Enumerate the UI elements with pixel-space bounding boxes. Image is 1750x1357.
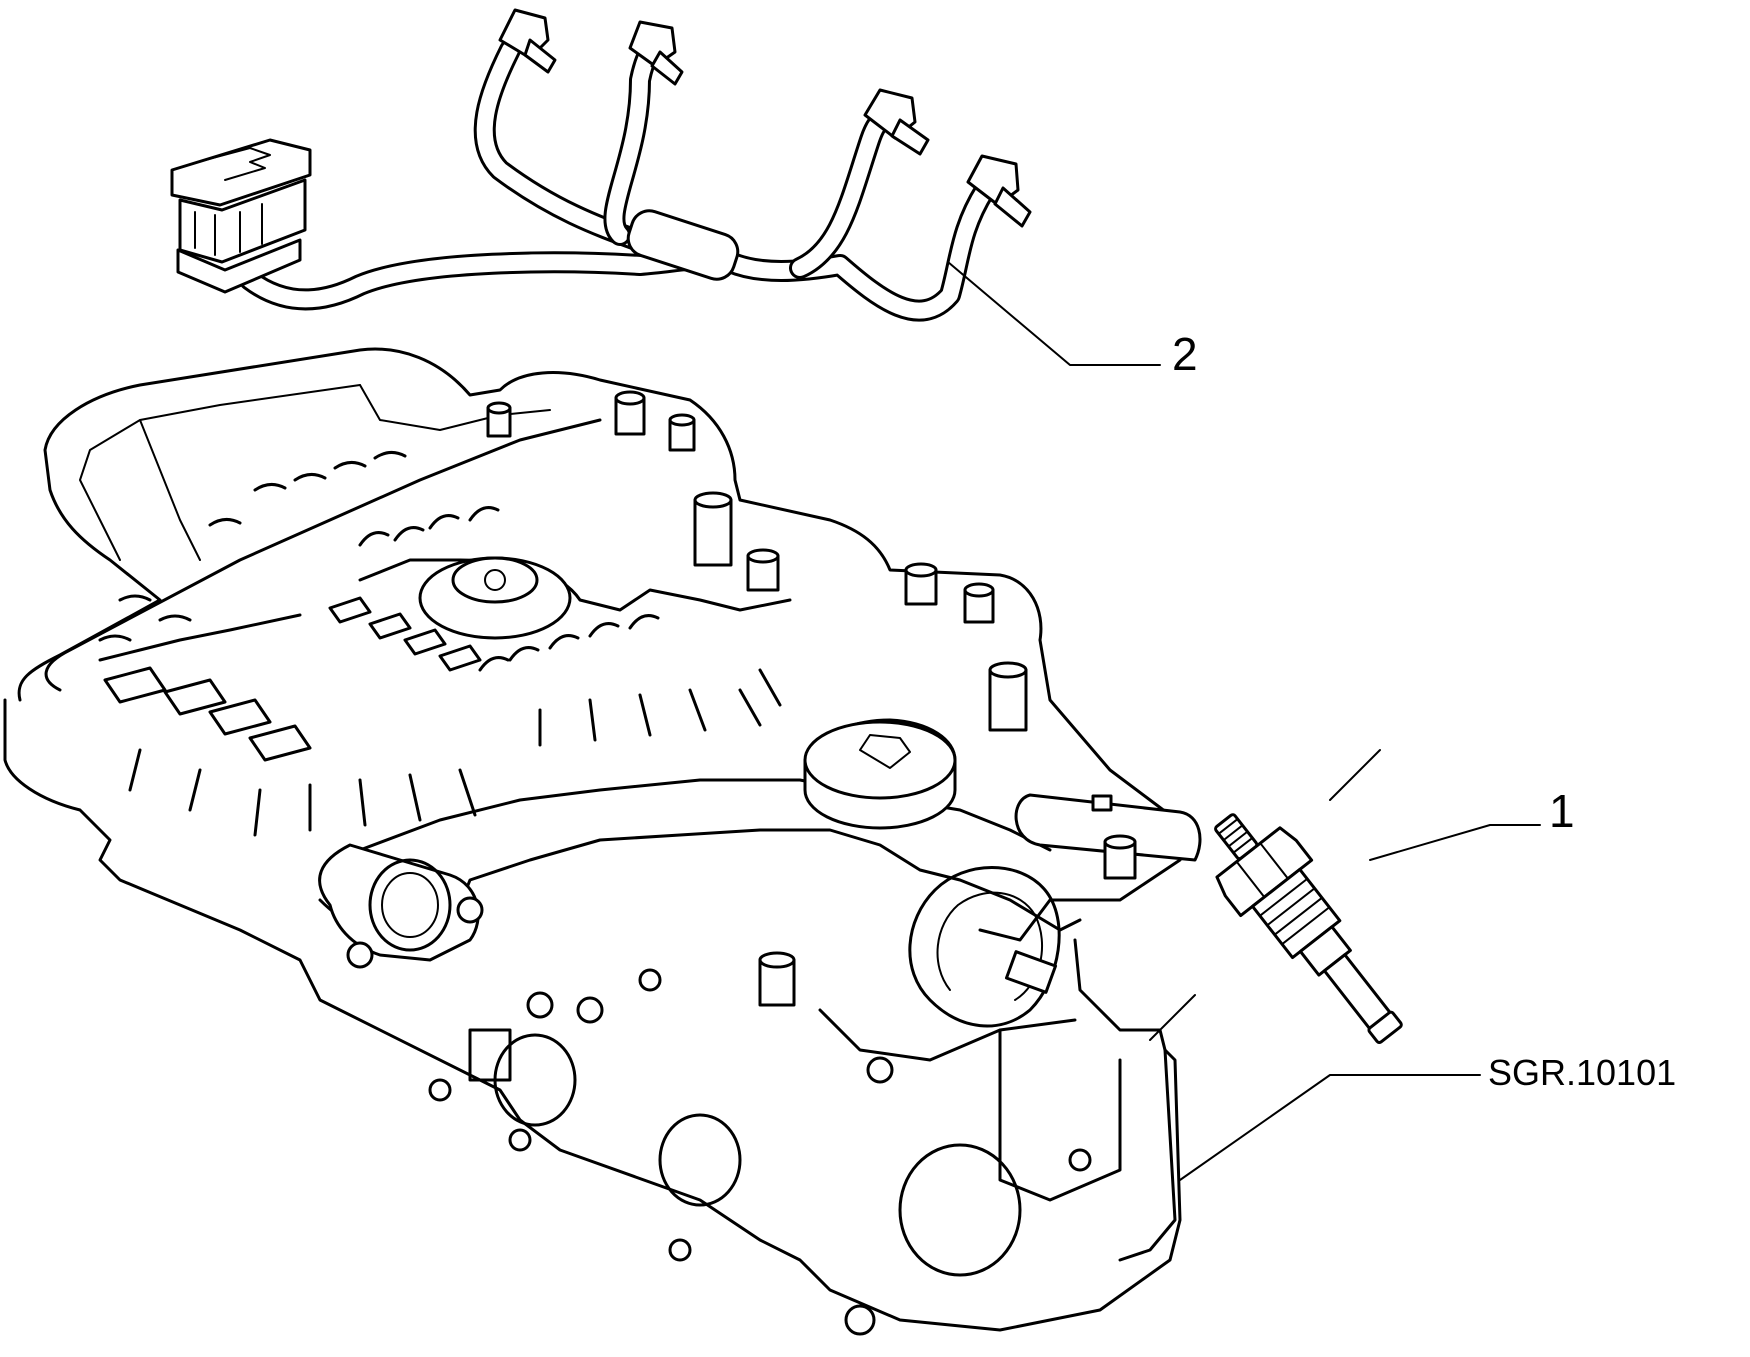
- small-badge-blocks: [328, 596, 482, 672]
- callout-item-2: 2: [1172, 328, 1198, 380]
- glow-plug-wiring-harness: [170, 8, 1161, 366]
- cylinder-head-assembly: [3, 347, 1202, 1336]
- callout-item-1: 1: [1549, 785, 1575, 837]
- block-ports: [428, 968, 1092, 1336]
- cover-ribs: [98, 451, 782, 837]
- camshaft-journal: [908, 866, 1061, 1028]
- harness-terminal-c: [863, 88, 930, 156]
- leader-line-1: [1369, 824, 1541, 861]
- leader-line-code: [1179, 1074, 1481, 1181]
- harness-main-connector: [170, 138, 312, 294]
- fiat-badge: [103, 666, 312, 762]
- diagram-reference-code: SGR.10101: [1488, 1052, 1677, 1093]
- cover-studs: [486, 390, 1137, 1007]
- leader-line-2: [947, 261, 1161, 366]
- harness-terminal-a: [498, 8, 557, 74]
- harness-terminal-b: [628, 20, 684, 86]
- harness-terminal-d: [966, 154, 1032, 228]
- glow-plug: [1149, 749, 1541, 1044]
- manifold-flange: [318, 843, 484, 969]
- oil-filler-cap: [803, 718, 957, 830]
